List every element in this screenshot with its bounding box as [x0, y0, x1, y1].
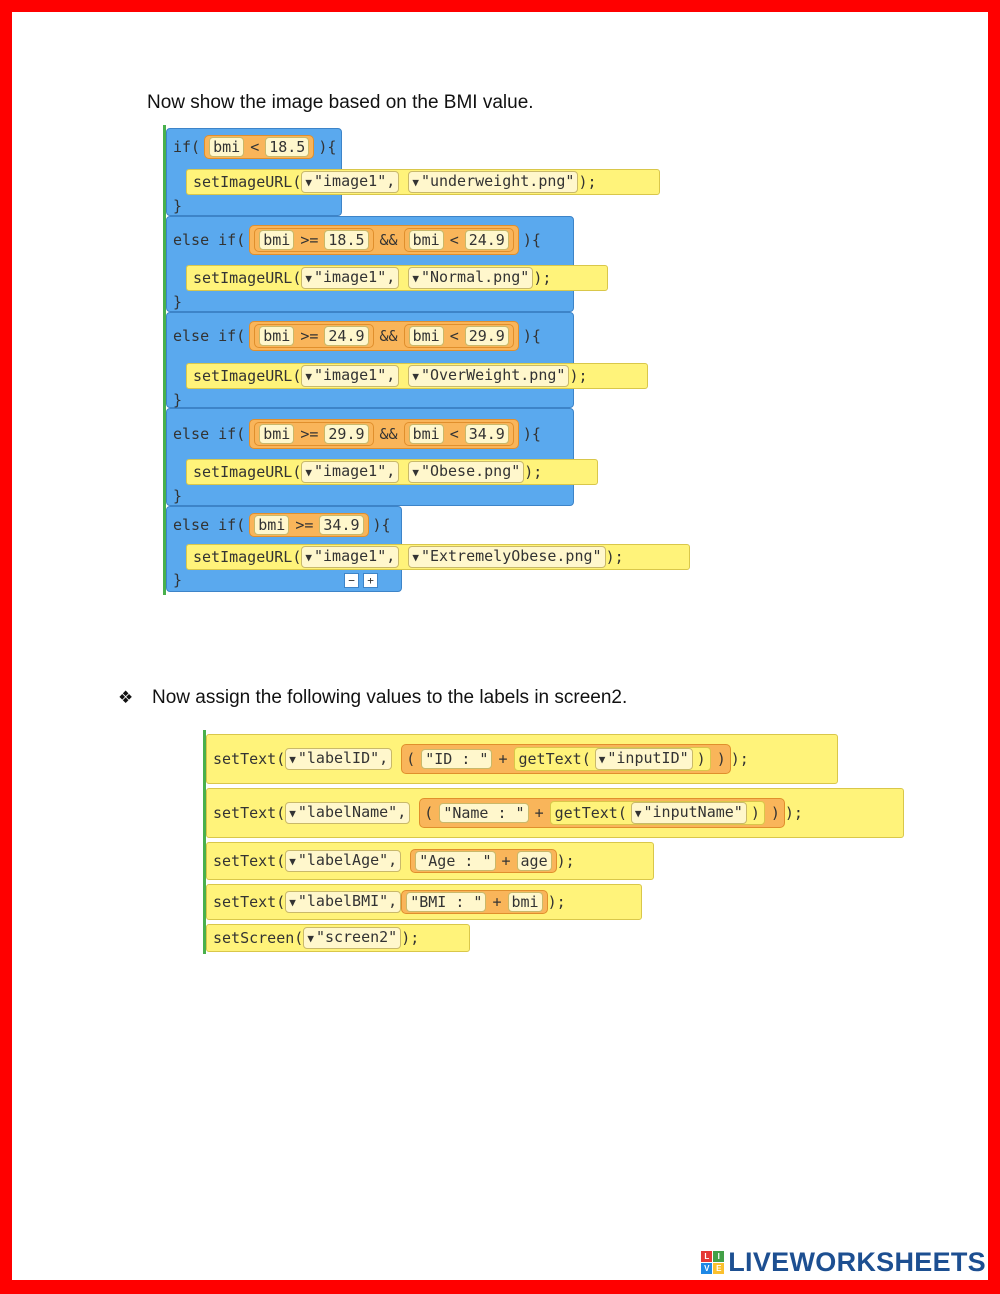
dropdown-label[interactable]: ▼"labelAge", — [285, 850, 402, 872]
dropdown-image-file[interactable]: ▼"underweight.png" — [408, 171, 579, 193]
logo-text: LIVEWORKSHEETS — [728, 1247, 986, 1277]
dropdown-label[interactable]: ▼"labelBMI", — [285, 891, 402, 913]
dropdown-label[interactable]: ▼"labelID", — [285, 748, 393, 770]
dropdown-screen[interactable]: ▼"screen2" — [303, 927, 402, 949]
dropdown-image-file[interactable]: ▼"ExtremelyObese.png" — [408, 546, 606, 568]
dropdown-image-id[interactable]: ▼"image1", — [301, 267, 400, 289]
else-if-block-1[interactable]: else if( bmi>=18.5 && bmi<24.9 ){ } — [166, 216, 574, 312]
remove-else-if-button[interactable]: − — [344, 572, 360, 588]
condition-4[interactable]: bmi>=29.9 && bmi<34.9 — [249, 419, 519, 449]
dropdown-image-file[interactable]: ▼"Obese.png" — [408, 461, 525, 483]
block-stack-edge — [163, 125, 166, 595]
set-text-label-name[interactable]: setText( ▼"labelName", ("Name : " + getT… — [206, 788, 904, 838]
set-text-label-age[interactable]: setText( ▼"labelAge", "Age : " + age ); — [206, 842, 654, 880]
add-else-if-button[interactable]: + — [363, 572, 379, 588]
liveworksheets-logo: L I V E LIVEWORKSHEETS — [701, 1247, 986, 1278]
logo-squares-icon: L I V E — [701, 1251, 725, 1274]
concat-expression[interactable]: "BMI : " + bmi — [401, 890, 548, 914]
set-text-label-bmi[interactable]: setText( ▼"labelBMI", "BMI : " + bmi ); — [206, 884, 642, 920]
dropdown-image-id[interactable]: ▼"image1", — [301, 461, 400, 483]
condition-3[interactable]: bmi>=24.9 && bmi<29.9 — [249, 321, 519, 351]
else-if-block-2[interactable]: else if( bmi>=24.9 && bmi<29.9 ){ } — [166, 312, 574, 409]
concat-expression[interactable]: ("ID : " + getText(▼"inputID")) — [401, 744, 731, 774]
dropdown-image-id[interactable]: ▼"image1", — [301, 546, 400, 568]
set-text-label-id[interactable]: setText( ▼"labelID", ("ID : " + getText(… — [206, 734, 838, 784]
concat-expression[interactable]: "Age : " + age — [410, 849, 557, 873]
dropdown-label[interactable]: ▼"labelName", — [285, 802, 411, 824]
section-heading-labels: Now assign the following values to the l… — [152, 687, 628, 708]
condition-5[interactable]: bmi >= 34.9 — [249, 513, 369, 537]
dropdown-image-file[interactable]: ▼"Normal.png" — [408, 267, 534, 289]
set-image-url-1[interactable]: setImageURL( ▼"image1", ▼"underweight.pn… — [186, 169, 660, 195]
dropdown-image-file[interactable]: ▼"OverWeight.png" — [408, 365, 570, 387]
set-screen-block[interactable]: setScreen( ▼"screen2" ); — [206, 924, 470, 952]
set-image-url-3[interactable]: setImageURL( ▼"image1", ▼"OverWeight.png… — [186, 363, 648, 389]
set-image-url-5[interactable]: setImageURL( ▼"image1", ▼"ExtremelyObese… — [186, 544, 690, 570]
section-heading-bmi-image: Now show the image based on the BMI valu… — [147, 92, 534, 113]
dropdown-image-id[interactable]: ▼"image1", — [301, 365, 400, 387]
set-image-url-2[interactable]: setImageURL( ▼"image1", ▼"Normal.png" ); — [186, 265, 608, 291]
else-if-block-3[interactable]: else if( bmi>=29.9 && bmi<34.9 ){ } — [166, 408, 574, 506]
dropdown-image-id[interactable]: ▼"image1", — [301, 171, 400, 193]
condition-2[interactable]: bmi>=18.5 && bmi<24.9 — [249, 225, 519, 255]
block-stack-edge — [203, 730, 206, 954]
set-image-url-4[interactable]: setImageURL( ▼"image1", ▼"Obese.png" ); — [186, 459, 598, 485]
concat-expression[interactable]: ("Name : " + getText(▼"inputName")) — [419, 798, 785, 828]
bullet-icon: ❖ — [118, 688, 134, 707]
condition-1[interactable]: bmi < 18.5 — [204, 135, 315, 159]
